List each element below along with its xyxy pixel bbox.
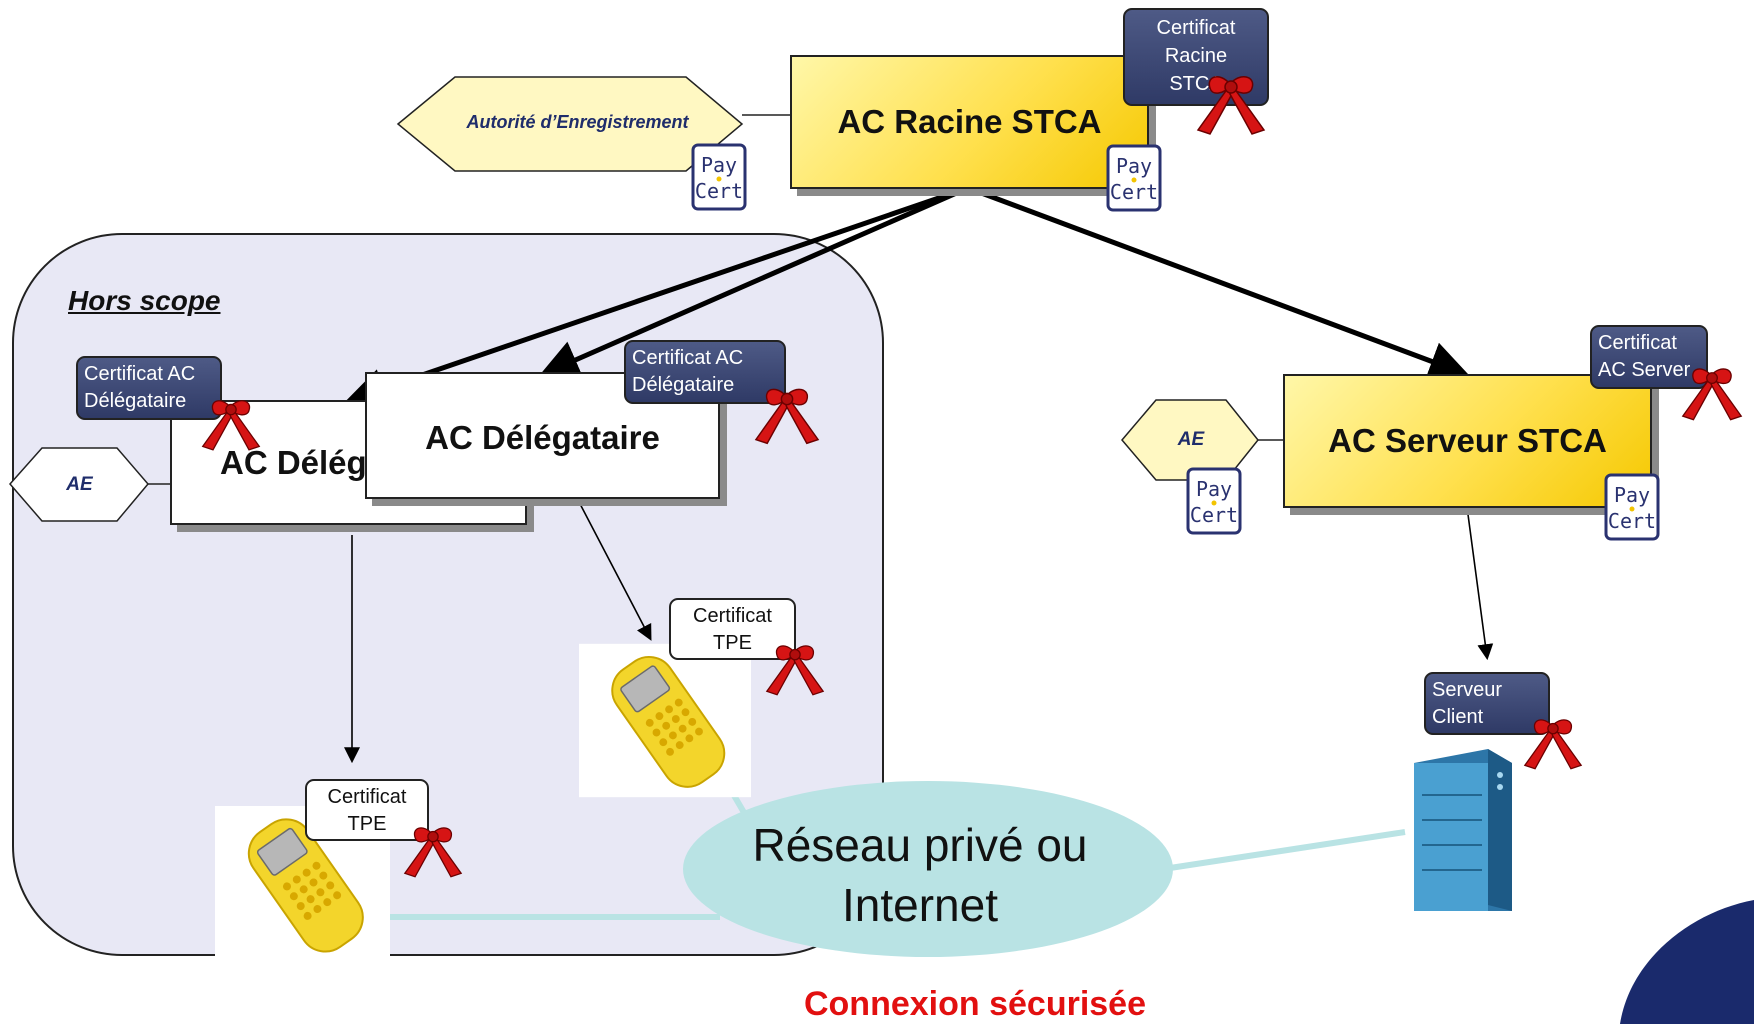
link-server-network [1169,829,1406,871]
ribbon-seal-icon [1196,76,1266,135]
ac-delegataire-front-label: AC Délégataire [425,419,660,456]
corner-decoration [1620,900,1754,1024]
ae-right-label: AE [1177,429,1205,450]
arrow-delegataire-tpe-right [577,499,652,641]
network-label: Réseau privé ou Internet [752,819,1088,931]
ribbon-seal-icon [403,827,463,878]
ribbon-seal-icon [765,645,825,696]
ac-delegataire-back-label: AC Délég [220,443,367,481]
paycert-line1: Pay [1196,477,1232,501]
server-tower-icon [1414,749,1512,911]
paycert-logo-icon: Pay Cert [691,143,747,211]
ac-serveur-label: AC Serveur STCA [1328,422,1607,459]
arrow-racine-delegataire-front [538,185,970,379]
cert-serveur-badge: Certificat AC Server [1590,325,1708,389]
paycert-line2: Cert [1608,509,1656,533]
cert-tpe-right-badge: Certificat TPE [669,598,796,660]
payment-terminal-icon [579,643,751,798]
paycert-logo-icon: Pay Cert [1106,144,1162,212]
secure-connection-label: Connexion sécurisée [803,985,1146,1023]
cert-tpe-left-badge: Certificat TPE [305,779,429,841]
scope-title: Hors scope [68,285,221,316]
arrow-serveur-client [1466,506,1494,661]
paycert-logo-icon: Pay Cert [1186,467,1242,535]
ac-racine-label: AC Racine STCA [837,103,1102,140]
autorite-hexagon [396,76,744,172]
arrow-racine-serveur [967,185,1470,381]
ae-left-hexagon [9,447,149,522]
serveur-client-badge: Serveur Client [1424,672,1550,735]
cert-delegataire-left-badge: Certificat AC Délégataire [76,356,222,420]
ribbon-seal-icon [754,388,820,445]
ac-serveur-node: AC Serveur STCA [1283,374,1652,508]
paycert-line2: Cert [1110,180,1158,204]
cert-delegataire-right-badge: Certificat AC Délégataire [624,340,786,404]
paycert-line1: Pay [701,153,737,177]
ac-racine-node: AC Racine STCA [790,55,1149,189]
ribbon-seal-icon [201,400,261,451]
ribbon-seal-icon [1523,719,1583,770]
paycert-line1: Pay [1116,154,1152,178]
ae-left-label: AE [66,474,93,495]
paycert-logo-icon: Pay Cert [1604,473,1660,541]
paycert-line1: Pay [1614,483,1650,507]
arrow-racine-delegataire-back [345,185,969,408]
ae-right-hexagon [1121,399,1259,481]
ribbon-seal-icon [1681,368,1743,421]
autorite-label: Autorité d’Enregistrement [466,112,689,132]
paycert-line2: Cert [695,179,743,203]
paycert-line2: Cert [1190,503,1238,527]
